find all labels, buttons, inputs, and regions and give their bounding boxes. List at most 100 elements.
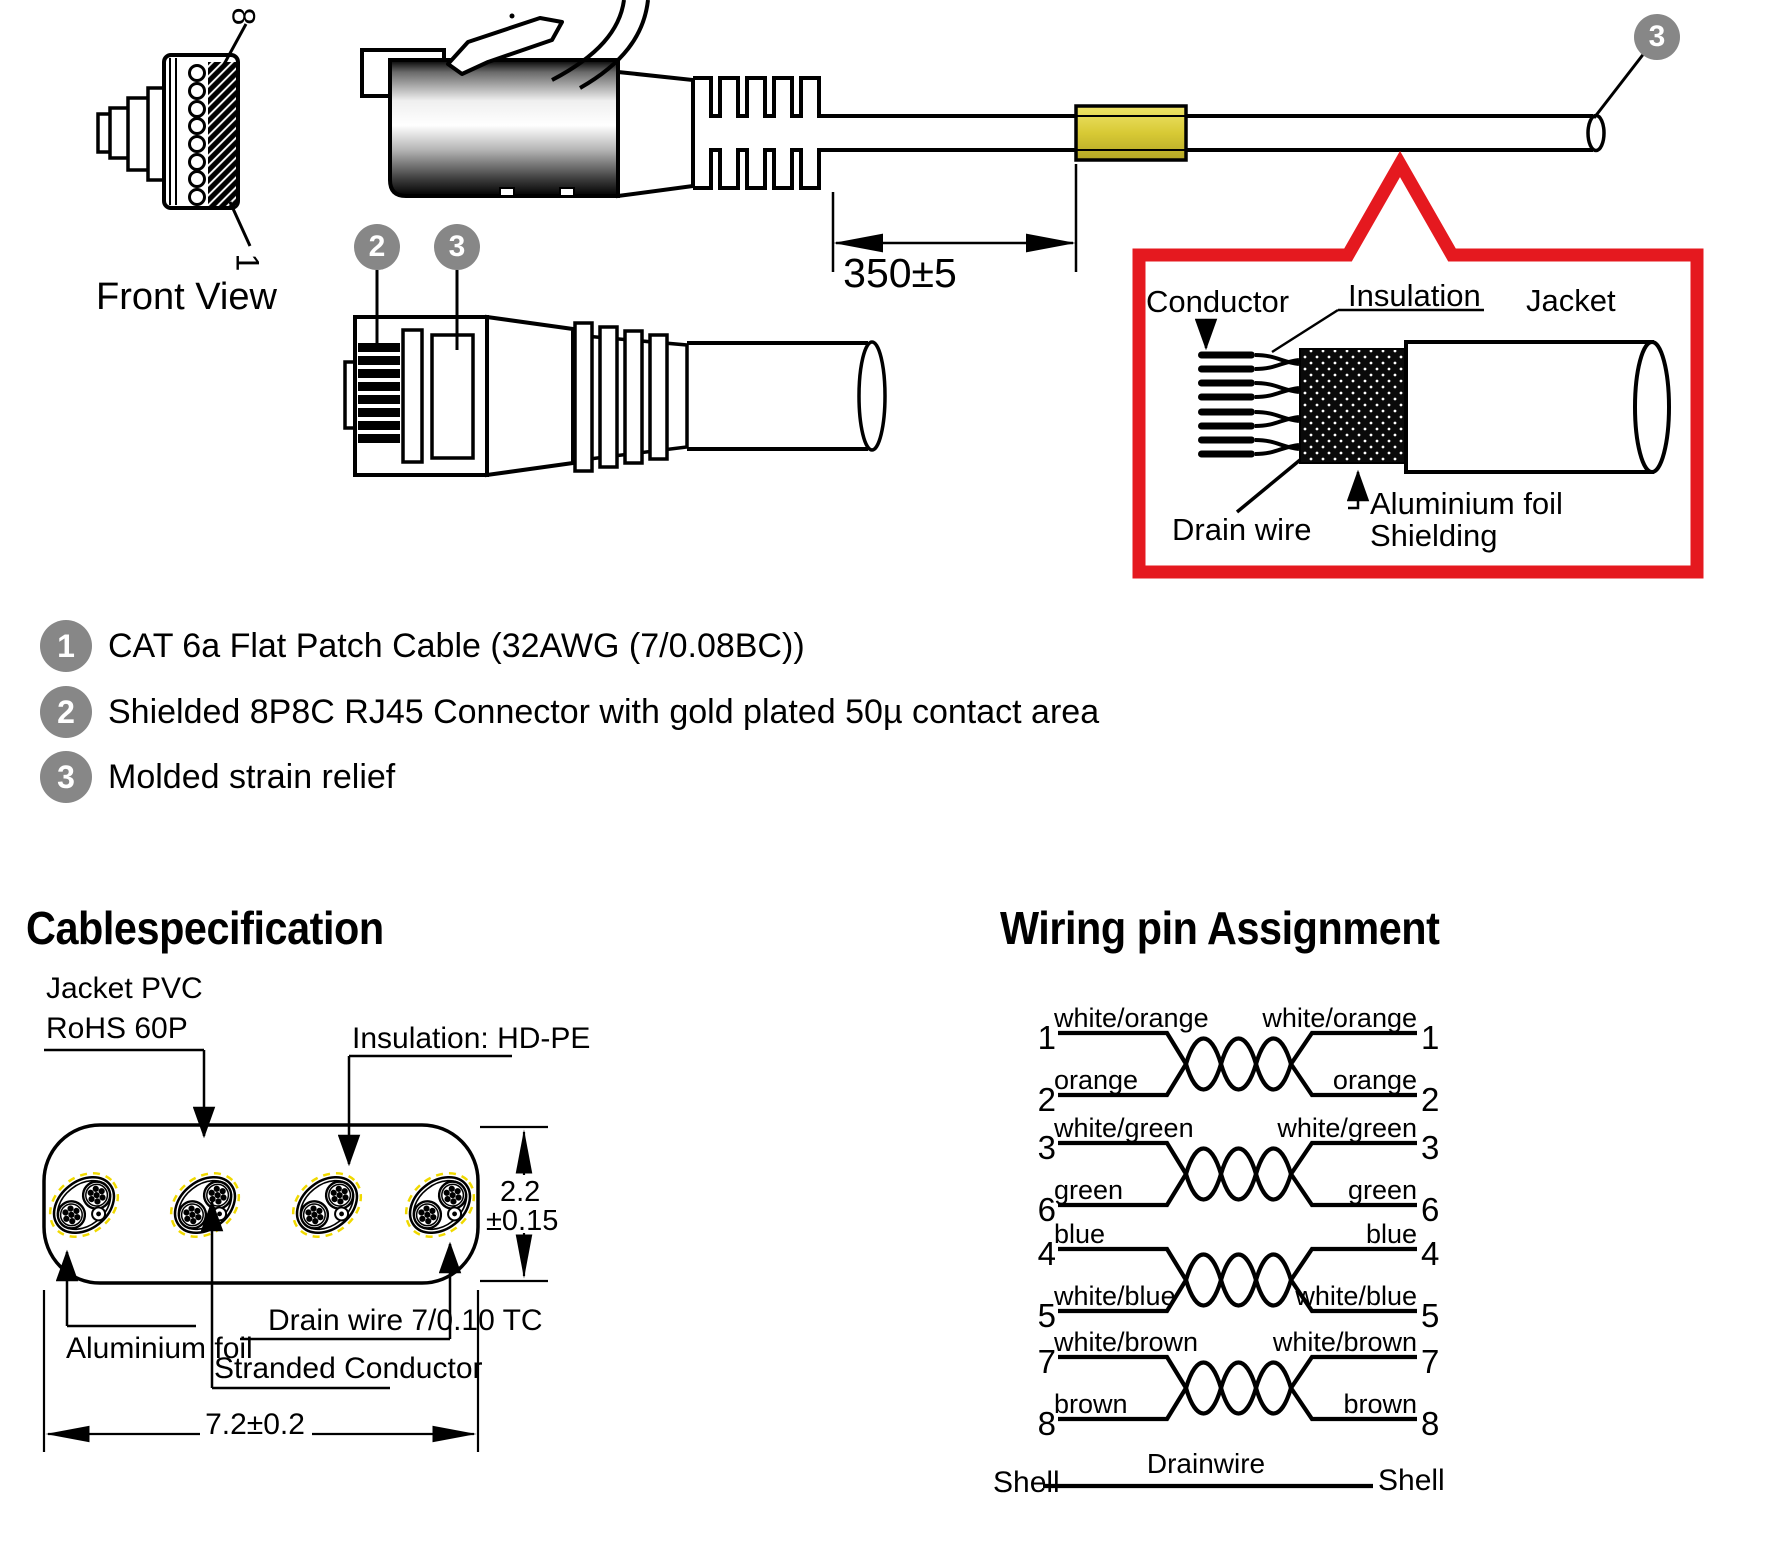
foil-shield-block [1299,348,1407,464]
wiring-left-pin-4: 4 [1037,1235,1056,1272]
shell-right-label: Shell [1378,1464,1445,1497]
wiring-right-pin-6: 6 [1421,1191,1440,1228]
pin8-leader [220,23,248,69]
legend-item-1: 1 CAT 6a Flat Patch Cable (32AWG (7/0.08… [40,620,805,672]
callout-jacket-label: Jacket [1526,283,1616,318]
wiring-left-pin-2: 2 [1037,1081,1056,1118]
legend-text-3: Molded strain relief [108,757,396,796]
spec-insulation-label: Insulation: HD-PE [352,1022,591,1055]
spec-jacket-label-1: Jacket PVC [46,972,203,1005]
spec-dim-height-1: 2.2 [500,1176,541,1208]
spec-dim-width: 7.2±0.2 [205,1408,305,1441]
pin1-label: 1 [229,253,266,272]
jacket-outline [42,1123,480,1285]
wiring-diagram-lines [1043,1030,1417,1489]
callout-drainwire-label: Drain wire [1172,512,1312,547]
cable-end [1586,113,1606,153]
spec-alufoil-label: Aluminium foil [66,1332,253,1365]
spec-stranded-label: Stranded Conductor [214,1352,483,1385]
wiring-left-pin-8: 8 [1037,1405,1056,1442]
callout-conductor-label: Conductor [1146,284,1290,319]
shell-left-label: Shell [993,1466,1060,1499]
dimension-350 [831,164,1078,272]
wiring-right-pin-8: 8 [1421,1405,1440,1442]
pin1-leader [228,201,252,247]
latch-arc-inner [579,0,650,90]
legend-text-1: CAT 6a Flat Patch Cable (32AWG (7/0.08BC… [108,626,805,665]
callout-conductors [1198,351,1255,458]
legend-item-3: 3 Molded strain relief [40,751,395,803]
wiring-left-pin-3: 3 [1037,1129,1056,1166]
wiring-left-label-7: white/brown [1054,1327,1199,1357]
legend-num-1: 1 [40,620,92,672]
side-view-bottom-drawing [343,270,887,478]
legend-num-3: 3 [40,751,92,803]
contact-blades [358,343,400,443]
balloon-2: 2 [354,224,400,270]
wiring-right-label-8: brown [1343,1389,1417,1419]
spec-drainwire-label: Drain wire 7/0.10 TC [268,1304,543,1337]
wiring-left-label-4: blue [1054,1219,1106,1249]
wiring-left-label-6: green [1054,1175,1124,1205]
cross-section-drawing [42,1048,548,1452]
legend-num-2: 2 [40,686,92,738]
wiring-right-label-1: white/orange [1262,1003,1417,1033]
strain-relief-ribs-bottom [693,148,830,190]
wiring-left-pin-7: 7 [1037,1343,1056,1380]
front-view-label: Front View [96,276,277,318]
balloon3-cable-leader [1592,51,1647,119]
balloon-3-cable: 3 [1634,14,1680,60]
legend-text-2: Shielded 8P8C RJ45 Connector with gold p… [108,692,1100,731]
dimension-350-label: 350±5 [843,250,957,296]
wiring-heading: Wiring pin Assignment [1000,902,1440,954]
jacket-cylinder [1404,340,1654,474]
connector-body-metal [388,58,620,198]
wiring-left-label-5: white/blue [1054,1281,1176,1311]
legend-item-2: 2 Shielded 8P8C RJ45 Connector with gold… [40,686,1099,738]
wiring-right-label-7: white/brown [1272,1327,1417,1357]
yellow-marker-band [1074,104,1188,162]
wiring-left-label-8: brown [1054,1389,1128,1419]
wiring-right-pin-7: 7 [1421,1343,1440,1380]
side-view-top-drawing [360,0,1647,272]
spec-dim-height-2: ±0.15 [486,1205,559,1237]
callout-shielding-label-1: Aluminium foil [1370,486,1563,521]
balloon-3: 3 [434,224,480,270]
pin8-label: 8 [225,7,262,26]
cable-end-bottom [857,340,887,452]
shielding-leader [1346,469,1370,510]
wiring-right-label-5: white/blue [1295,1281,1417,1311]
wiring-right-pin-5: 5 [1421,1297,1440,1334]
drain-wire-leader [1235,458,1302,514]
callout-insulation-label: Insulation [1348,278,1481,313]
callout-box-drawing [1132,150,1704,579]
front-view-pin-holes [188,64,206,206]
latch-arm [446,16,564,76]
wiring-right-pin-4: 4 [1421,1235,1440,1272]
wiring-right-pin-2: 2 [1421,1081,1440,1118]
wiring-right-pin-3: 3 [1421,1129,1440,1166]
wiring-right-label-2: orange [1332,1065,1417,1095]
wiring-left-label-2: orange [1054,1065,1139,1095]
wiring-left-pin-6: 6 [1037,1191,1056,1228]
wiring-right-label-3: white/green [1277,1113,1417,1143]
wiring-right-label-4: blue [1365,1219,1417,1249]
wiring-left-label-3: white/green [1054,1113,1194,1143]
wiring-left-label-1: white/orange [1054,1003,1209,1033]
latch-arc-outer [551,0,626,82]
callout-shielding-label-2: Shielding [1370,518,1498,553]
wiring-right-pin-1: 1 [1421,1019,1440,1056]
callout-insulation-forks [1254,353,1300,456]
insulation-leader [1271,308,1339,354]
front-view-pins [208,62,236,206]
cross-section-dimensions [42,1125,548,1452]
strain-relief-ribs-top [693,76,830,118]
drainwire-label: Drainwire [1146,1448,1266,1479]
cablespec-heading: Cablespecification [26,902,384,954]
wiring-left-pin-1: 1 [1037,1019,1056,1056]
wiring-left-pin-5: 5 [1037,1297,1056,1334]
spec-jacket-label-2: RoHS 60P [46,1012,188,1045]
wiring-right-label-6: green [1347,1175,1417,1205]
